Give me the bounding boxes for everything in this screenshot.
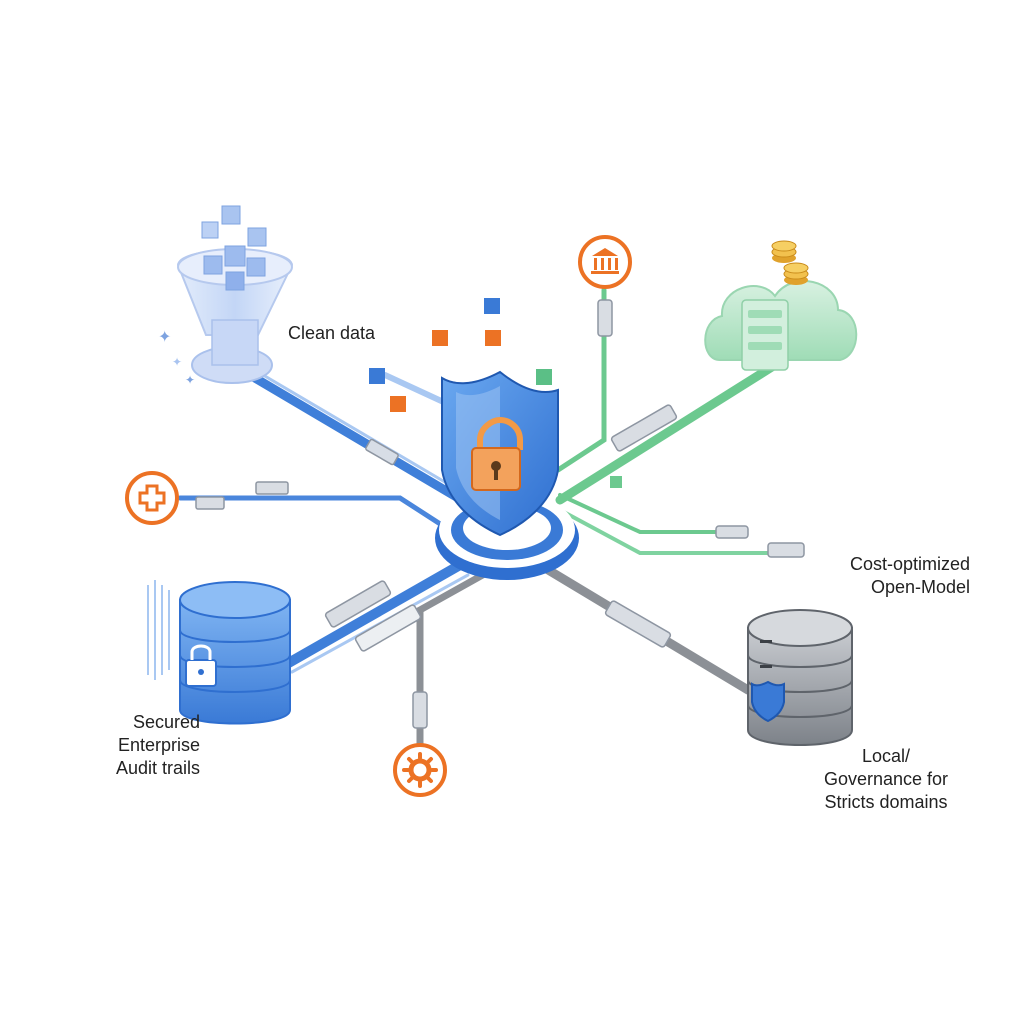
line-secure-server-to-hub bbox=[280, 560, 465, 670]
svg-text:✦: ✦ bbox=[185, 373, 195, 387]
label-line: Stricts domains bbox=[824, 792, 948, 812]
label-line: Local/ bbox=[861, 746, 911, 766]
line-funnel-to-hub-light bbox=[256, 370, 474, 500]
label-line: Audit trails bbox=[115, 758, 200, 778]
line-bank-to-hub bbox=[555, 287, 607, 473]
label-line: Secured bbox=[132, 712, 200, 732]
line-cubes-to-hub bbox=[382, 372, 453, 408]
cube bbox=[610, 476, 622, 488]
connector-plug bbox=[412, 691, 428, 729]
cube bbox=[246, 257, 266, 277]
secured-enterprise-label: Secured Enterprise Audit trails bbox=[108, 711, 200, 780]
cube bbox=[369, 368, 385, 384]
cube bbox=[201, 221, 219, 239]
svg-text:✦: ✦ bbox=[172, 355, 182, 369]
line-cloud-to-hub bbox=[555, 360, 780, 505]
cube bbox=[432, 330, 448, 346]
connector-plug bbox=[195, 496, 225, 510]
connector-plug bbox=[354, 604, 422, 652]
label-line: Clean data bbox=[288, 323, 376, 343]
cube bbox=[225, 271, 245, 291]
connector-plug bbox=[597, 299, 613, 337]
connector-plug bbox=[365, 438, 399, 466]
local-governance-label: Local/ Governance for Stricts domains bbox=[816, 745, 956, 814]
data-funnel-icon: ✦ ✦ ✦ bbox=[158, 205, 294, 387]
connector-plugs bbox=[195, 299, 805, 729]
label-line: Governance for bbox=[823, 769, 949, 789]
cube bbox=[536, 369, 552, 385]
cube bbox=[484, 298, 500, 314]
line-settings-to-hub bbox=[416, 568, 492, 749]
connector-plug bbox=[610, 404, 678, 452]
connector-plug bbox=[767, 542, 805, 558]
label-line: Enterprise bbox=[117, 735, 200, 755]
line-funnel-to-hub bbox=[250, 373, 475, 510]
shielded-server-icon bbox=[747, 609, 853, 746]
connector-plug bbox=[715, 525, 749, 539]
shield-lock-icon bbox=[435, 370, 579, 580]
cube bbox=[221, 205, 241, 225]
line-cost-to-hub-1 bbox=[558, 493, 742, 534]
cost-optimized-label: Cost-optimized Open-Model bbox=[836, 553, 970, 599]
clean-data-label: Clean data bbox=[288, 322, 375, 345]
cube bbox=[485, 330, 501, 346]
medical-cross-icon bbox=[125, 471, 179, 525]
bank-icon bbox=[578, 235, 632, 289]
connector-plug bbox=[255, 481, 289, 495]
cube bbox=[203, 255, 223, 275]
line-cost-to-hub-2 bbox=[558, 508, 792, 555]
cube bbox=[390, 396, 406, 412]
locked-server-icon bbox=[147, 580, 291, 725]
cube bbox=[247, 227, 267, 247]
svg-text:✦: ✦ bbox=[158, 327, 171, 346]
floating-cubes bbox=[369, 298, 622, 488]
label-line: Cost-optimized bbox=[849, 554, 970, 574]
cube bbox=[224, 245, 246, 267]
gear-icon bbox=[393, 743, 447, 797]
connector-plug bbox=[324, 580, 392, 628]
cloud-server-coins-icon bbox=[704, 240, 858, 371]
connector-plug bbox=[604, 600, 672, 648]
label-line: Open-Model bbox=[870, 577, 970, 597]
